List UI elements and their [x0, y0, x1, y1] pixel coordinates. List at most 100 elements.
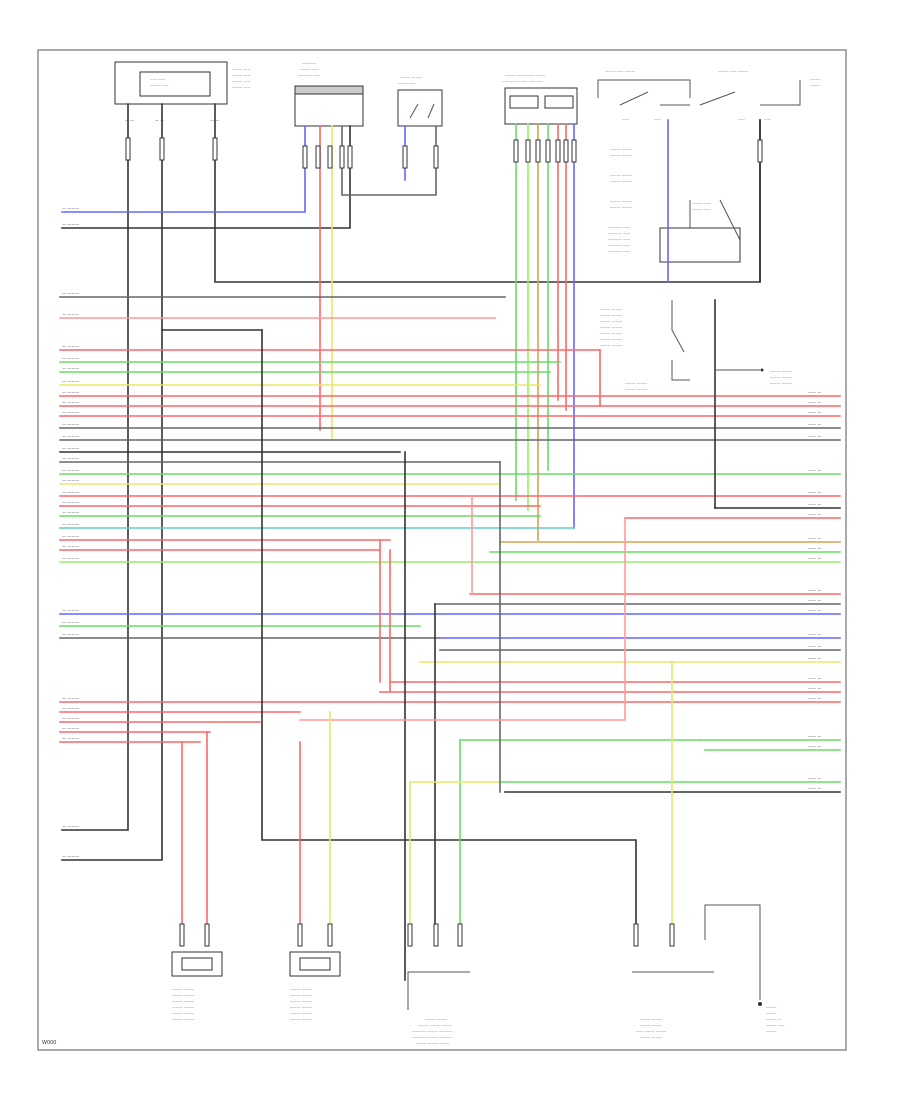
- connector-tcm-1: [525, 139, 531, 163]
- right-pin-label: —— —: [808, 400, 821, 405]
- wire-v-128: [61, 103, 129, 831]
- component-fuel-tank-unit: ——— ——— ——— ——— ——— ———— ——— ———— ———— —…: [407, 971, 470, 1045]
- right-pin-label: —— —: [808, 776, 821, 781]
- connector-brake-3: [339, 145, 345, 169]
- connector-bottom-2: [297, 923, 303, 947]
- svg-text:——— ———: ——— ———: [172, 987, 195, 991]
- connector-brake-2: [327, 145, 333, 169]
- svg-text:——— ———: ——— ———: [172, 999, 195, 1003]
- connector-top-0: [125, 137, 131, 161]
- left-pin-label: — ———: [62, 534, 79, 539]
- left-pin-label: — ———: [62, 736, 79, 741]
- component-speed-sensor-1: ——— ——— ——— ——— ——— ——— ——— ——— ——— ——— …: [171, 951, 223, 1021]
- svg-text:——— ———: ——— ———: [600, 325, 623, 329]
- svg-text:——— ———: ——— ———: [640, 1023, 663, 1027]
- right-pin-label: —— —: [808, 696, 821, 701]
- right-pin-label: —— —: [808, 390, 821, 395]
- svg-text:——— ———: ——— ———: [290, 987, 313, 991]
- svg-text:——— ——: ——— ——: [232, 79, 251, 83]
- svg-text:————— —— ————: ————— —— ————: [502, 79, 543, 83]
- svg-text:——— ———: ——— ———: [290, 1017, 313, 1021]
- connector-bottom-3: [327, 923, 333, 947]
- right-pin-label: —— —: [808, 786, 821, 791]
- right-pin-label: —— —: [808, 656, 821, 661]
- left-pin-label: — ———: [62, 716, 79, 721]
- left-pin-label: — ———: [62, 446, 79, 451]
- svg-text:——— —: ——— —: [766, 1017, 782, 1021]
- connector-tcm-6: [571, 139, 577, 163]
- svg-text:——— ———: ——— ———: [172, 1017, 195, 1021]
- left-pin-label: — ———: [62, 468, 79, 473]
- left-pin-label: — ———: [62, 400, 79, 405]
- svg-text:——— ———: ——— ———: [625, 381, 648, 385]
- left-pin-label: — ———: [62, 608, 79, 613]
- connector-neutral-0: [402, 145, 408, 169]
- right-pin-label: —— —: [808, 734, 821, 739]
- right-pin-label: —— —: [808, 676, 821, 681]
- left-pin-label: — ———: [62, 726, 79, 731]
- right-pin-labels: —— — —— — —— — —— — —— — —— — —— — —— — —— — —— —…: [808, 390, 821, 791]
- right-pin-label: —— —: [808, 686, 821, 691]
- svg-text:——— ——: ——— ——: [692, 207, 711, 211]
- svg-text:——: ——: [738, 117, 746, 121]
- connector-bottom-1: [204, 923, 210, 947]
- svg-text:——— ——— ———: ——— ——— ———: [416, 1041, 450, 1045]
- connector-tcm-2: [535, 139, 541, 163]
- svg-text:————: ————: [302, 61, 317, 65]
- right-pin-label: —— —: [808, 608, 821, 613]
- component-ignition-switch: —— —— ——— —— ——— —— ——— —— ——— —— ——— ——…: [114, 61, 251, 123]
- right-pin-label: —— —: [808, 546, 821, 551]
- svg-text:——— ————— ———: ——— ————— ———: [505, 73, 546, 77]
- right-pin-label: —— —: [808, 490, 821, 495]
- footer-code: W000: [42, 1040, 57, 1046]
- component-mode-switch: ——— ——— ——— ——— ——— ——— ——— ——— ——— ——— …: [600, 300, 793, 391]
- svg-text:———— ——: ———— ——: [608, 225, 631, 229]
- left-pin-labels: — ——— — ——— — ——— — ——— — ——— — ——— — ——— — ———…: [62, 206, 79, 859]
- svg-text:———: ———: [766, 1029, 777, 1033]
- svg-text:——: ——: [654, 117, 662, 121]
- svg-text:——— ———: ——— ———: [172, 993, 195, 997]
- connector-tcm-3: [545, 139, 551, 163]
- wire-link-625: [299, 517, 626, 721]
- svg-text:——— ———: ——— ———: [600, 319, 623, 323]
- connector-brake-0: [302, 145, 308, 169]
- svg-text:———— ——: ———— ——: [608, 237, 631, 241]
- svg-text:——: ——: [764, 117, 772, 121]
- connector-tcm-0: [513, 139, 519, 163]
- connector-top-2: [212, 137, 218, 161]
- svg-text:——— ———: ——— ———: [600, 331, 623, 335]
- svg-text:— —: — —: [125, 118, 134, 123]
- svg-text:——— ———: ——— ———: [600, 313, 623, 317]
- svg-text:——— ———: ——— ———: [600, 343, 623, 347]
- right-pin-label: —— —: [808, 434, 821, 439]
- connector-bottom-4: [407, 923, 413, 947]
- svg-text:——— ———: ——— ———: [640, 1035, 663, 1039]
- svg-text:——— ———: ——— ———: [600, 337, 623, 341]
- svg-text:——— ———: ——— ———: [400, 75, 423, 79]
- left-pin-label: — ———: [62, 500, 79, 505]
- svg-text:—— ——— ———: —— ——— ———: [636, 1029, 667, 1033]
- svg-text:——— ———: ——— ———: [610, 153, 633, 157]
- svg-text:——— ——: ——— ——: [232, 67, 251, 71]
- svg-text:———— ——— ————: ———— ——— ————: [412, 1029, 453, 1033]
- svg-text:——— ——: ——— ——: [766, 1023, 785, 1027]
- svg-text:——— ——: ——— ——: [692, 201, 711, 205]
- svg-text:——— ——: ——— ——: [232, 85, 251, 89]
- left-pin-label: — ———: [62, 824, 79, 829]
- svg-text:———— ——— ————: ———— ——— ————: [412, 1035, 453, 1039]
- right-pin-label: —— —: [808, 588, 821, 593]
- right-pin-label: —— —: [808, 744, 821, 749]
- component-trans-control: ——— ————— ——— ————— —— ————: [502, 73, 578, 125]
- connector-brake-1: [315, 145, 321, 169]
- wire-gray-brake: [341, 125, 437, 196]
- svg-text:——— ———: ——— ———: [610, 179, 633, 183]
- svg-text:——— ——: ——— ——: [150, 83, 169, 87]
- right-pin-label: —— —: [808, 468, 821, 473]
- right-pin-label: —— —: [808, 410, 821, 415]
- component-ground: ——— ——— ——— — ——— —— ———: [704, 904, 785, 1033]
- svg-text:—— ——: —— ——: [150, 77, 166, 81]
- left-pin-label: — ———: [62, 510, 79, 515]
- left-pin-label: — ———: [62, 478, 79, 483]
- wire-bundle: [59, 103, 841, 981]
- svg-text:——— ———: ——— ———: [770, 369, 793, 373]
